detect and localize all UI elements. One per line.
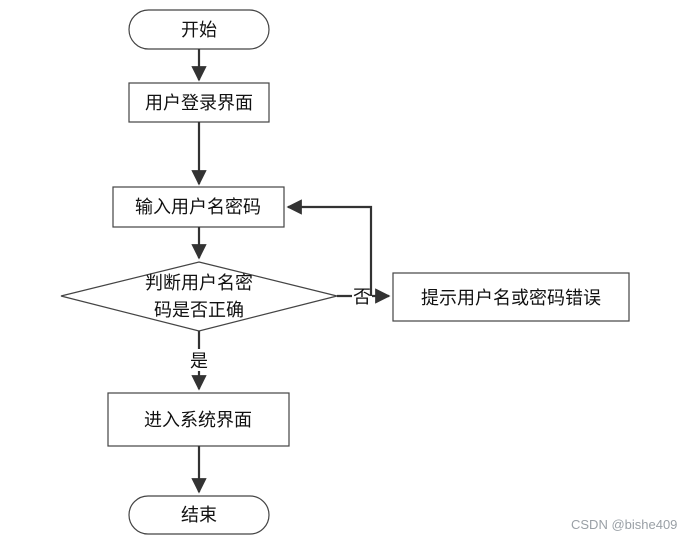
end-node: 结束 [128,495,270,535]
login-label: 用户登录界面 [145,93,253,114]
error-node: 提示用户名或密码错误 [392,272,630,322]
yes-label: 是 [190,351,208,372]
end-label: 结束 [181,505,217,526]
input-label: 输入用户名密码 [135,197,261,218]
enter-node: 进入系统界面 [107,392,290,447]
watermark-text: CSDN @bishe409 [571,517,678,532]
edge-retry-loop [286,199,373,296]
yes-label-bg [188,349,210,371]
login-node: 用户登录界面 [128,82,270,123]
start-node: 开始 [128,9,270,50]
no-label-bg [352,285,372,307]
no-label: 否 [353,287,371,308]
input-node: 输入用户名密码 [112,186,285,228]
start-label: 开始 [181,20,217,41]
decision-node: 判断用户名密 码是否正确 [60,261,338,332]
enter-label: 进入系统界面 [144,410,252,431]
decision-label-line2: 码是否正确 [154,300,244,321]
error-label: 提示用户名或密码错误 [421,288,601,309]
decision-label-line1: 判断用户名密 [145,273,253,294]
